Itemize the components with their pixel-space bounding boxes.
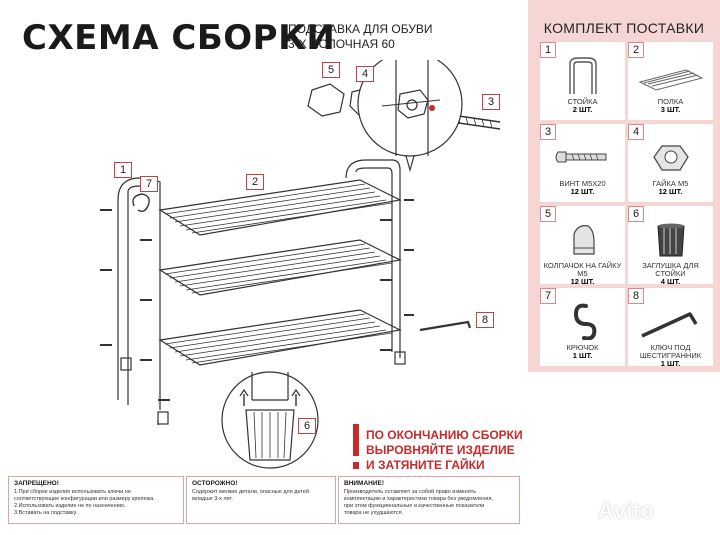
forbidden-line: 1.При сборке изделия использовать ключи … — [14, 489, 131, 495]
screw-icon — [555, 151, 607, 163]
kit-item-name: КРЮЧОК — [566, 343, 599, 352]
magnifier-top — [357, 60, 463, 173]
callout-8: 8 — [476, 312, 494, 328]
product-subtitle: ПОДСТАВКА ДЛЯ ОБУВИ 3-Х ПОЛОЧНАЯ 60 — [288, 22, 433, 52]
caution-line: младше 3-х лет. — [192, 496, 233, 502]
assembly-warning: ПО ОКОНЧАНИЮ СБОРКИ ВЫРОВНЯЙТЕ ИЗДЕЛИЕ И… — [366, 428, 523, 473]
shelf-bottom — [158, 309, 402, 366]
callout-4: 4 — [356, 66, 374, 82]
kit-item-number: 6 — [628, 206, 644, 222]
kit-item-qty: 4 шт. — [660, 277, 681, 286]
warning-line-3: И ЗАТЯНИТЕ ГАЙКИ — [366, 458, 485, 472]
hook-icon — [573, 303, 597, 340]
attention-line: товара не ухудшаются. — [344, 510, 404, 516]
caution-notice: ОСТОРОЖНО! Содержит мелкие детали, опасн… — [186, 476, 336, 524]
subtitle-line-1: ПОДСТАВКА ДЛЯ ОБУВИ — [288, 22, 433, 36]
kit-item-number: 7 — [540, 288, 556, 304]
kit-item-name: ЗАГЛУШКА ДЛЯ СТОЙКИ — [642, 261, 699, 278]
shelf-top — [158, 179, 402, 236]
kit-item-qty: 2 шт. — [572, 105, 593, 114]
callout-2: 2 — [246, 174, 264, 190]
kit-item-name: КОЛПАЧОК НА ГАЙКУ М5 — [543, 261, 622, 278]
kit-item-qty: 12 шт. — [570, 187, 595, 196]
kit-item-number: 2 — [628, 42, 644, 58]
kit-item-qty: 12 шт. — [570, 277, 595, 286]
left-stand — [117, 177, 150, 405]
warning-line-2: ВЫРОВНЯЙТЕ ИЗДЕЛИЕ — [366, 443, 515, 457]
kit-item-number: 1 — [540, 42, 556, 58]
kit-item-name: ПОЛКА — [657, 97, 684, 106]
kit-item-name: КЛЮЧ ПОД ШЕСТИГРАННИК — [639, 343, 702, 360]
kit-item-qty: 12 шт. — [658, 187, 683, 196]
callout-1: 1 — [114, 162, 132, 178]
kit-item-number: 4 — [628, 124, 644, 140]
rack-stand-icon — [569, 57, 597, 94]
subtitle-line-2: 3-Х ПОЛОЧНАЯ 60 — [288, 37, 395, 51]
avito-logo-icon — [571, 502, 593, 522]
kit-item-qty: 1 шт. — [572, 351, 593, 360]
kit-item-qty: 1 шт. — [660, 359, 681, 368]
right-stand — [345, 159, 401, 350]
leg-plug-icon — [657, 223, 685, 257]
kit-title: КОМПЛЕКТ ПОСТАВКИ — [543, 20, 705, 36]
kit-item-qty: 3 шт. — [660, 105, 681, 114]
forbidden-line: соответствующие конфигурации или размеру… — [14, 496, 155, 502]
attention-heading: ВНИМАНИЕ! — [344, 480, 385, 487]
assembly-diagram — [100, 60, 501, 469]
accent-dot — [429, 105, 435, 111]
forbidden-notice: ЗАПРЕЩЕНО! 1.При сборке изделия использо… — [8, 476, 184, 524]
nut-icon — [653, 145, 689, 171]
shelf-middle — [158, 239, 402, 296]
callout-7: 7 — [140, 176, 158, 192]
attention-notice: ВНИМАНИЕ! Производитель оставляет за соб… — [338, 476, 520, 524]
attention-line: при этом функциональные и качественные п… — [344, 503, 485, 509]
kit-item-screw: 3 ВИНТ М5x2012 шт. — [540, 124, 625, 202]
kit-item-number: 5 — [540, 206, 556, 222]
attention-line: комплектацию и характеристики товара без… — [344, 496, 493, 502]
callout-5: 5 — [322, 62, 340, 78]
kit-item-name: ГАЙКА М5 — [652, 179, 689, 188]
hex-key-icon — [641, 312, 698, 338]
forbidden-heading: ЗАПРЕЩЕНО! — [14, 480, 59, 487]
caution-line: Содержит мелкие детали, опасные для дете… — [192, 489, 309, 495]
kit-item-name: СТОЙКА — [567, 97, 598, 106]
forbidden-line: 3.Вставать на подставку. — [14, 510, 78, 516]
kit-item-caption: ВИНТ М5x2012 шт. — [540, 180, 625, 196]
callout-3: 3 — [482, 94, 500, 110]
cap-nut-icon — [573, 225, 595, 255]
caution-heading: ОСТОРОЖНО! — [192, 480, 238, 487]
callout-6: 6 — [298, 418, 316, 434]
attention-line: Производитель оставляет за собой право и… — [344, 489, 477, 495]
kit-item-number: 8 — [628, 288, 644, 304]
shelf-icon — [638, 69, 704, 91]
avito-watermark: Avito — [598, 498, 655, 523]
exclamation-icon — [353, 424, 359, 469]
page-title: СХЕМА СБОРКИ — [22, 18, 336, 58]
magnifier-bottom — [221, 371, 319, 469]
forbidden-line: 2.Использовать изделие не по назначению. — [14, 503, 126, 509]
kit-item-number: 3 — [540, 124, 556, 140]
kit-item-name: ВИНТ М5x20 — [559, 179, 606, 188]
warning-line-1: ПО ОКОНЧАНИЮ СБОРКИ — [366, 428, 523, 442]
